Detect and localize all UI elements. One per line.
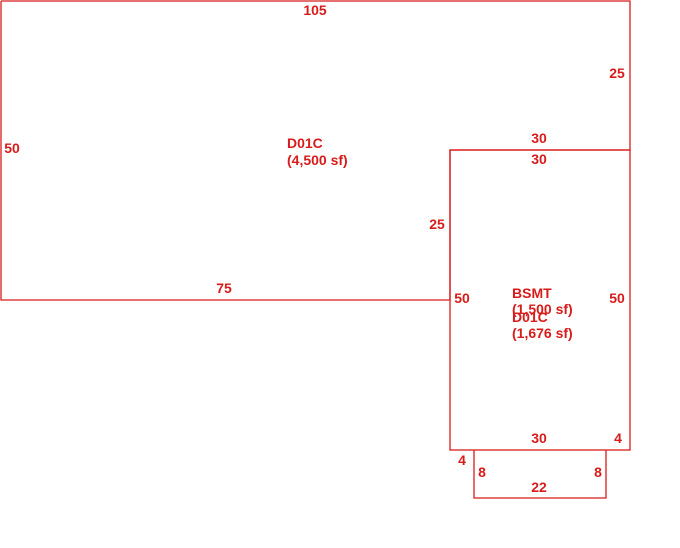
step-outline: [473, 450, 607, 499]
area-name-main: D01C: [287, 135, 323, 151]
dimension-block-corner-right: 4: [614, 430, 622, 446]
dimension-main-bottom: 75: [216, 280, 232, 296]
dimension-step-left: 8: [478, 464, 486, 480]
lower-block-outline: [449, 149, 631, 451]
dimension-main-inner-vertical: 25: [429, 216, 445, 232]
dimension-block-left: 50: [454, 290, 470, 306]
area-name-lower: D01C: [512, 309, 548, 325]
dimension-step-right: 8: [594, 464, 602, 480]
dimension-block-corner-left: 4: [458, 452, 466, 468]
dimension-main-top: 105: [303, 2, 327, 18]
area-size-main: (4,500 sf): [287, 152, 348, 168]
dimension-main-left: 50: [4, 140, 20, 156]
dimension-block-top-outer: 30: [531, 130, 547, 146]
area-size-lower: (1,676 sf): [512, 325, 573, 341]
area-size-bsmt: (1,500 sf): [512, 301, 573, 317]
dimension-block-bottom: 30: [531, 430, 547, 446]
dimension-main-right-upper: 25: [609, 65, 625, 81]
area-name-bsmt: BSMT: [512, 285, 552, 301]
dimension-block-right: 50: [609, 290, 625, 306]
dimension-step-bottom: 22: [531, 479, 547, 495]
dimension-block-top-inner: 30: [531, 151, 547, 167]
